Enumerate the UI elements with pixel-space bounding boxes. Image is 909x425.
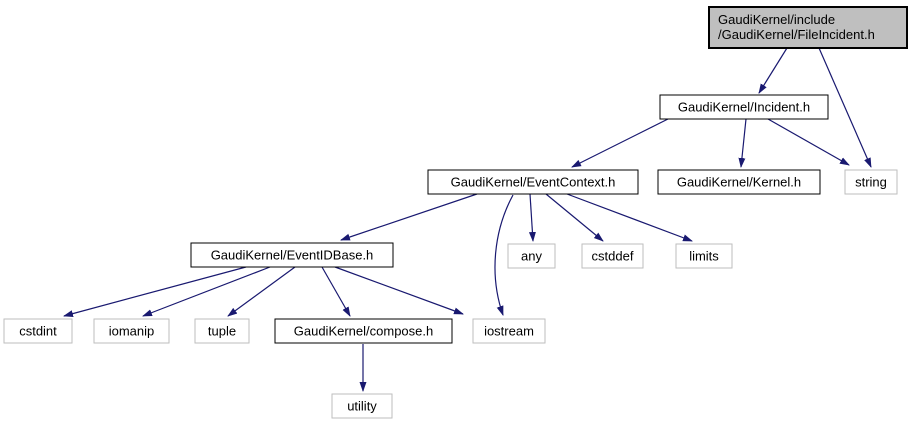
node-string: string [844, 169, 898, 195]
node-label-kernel: GaudiKernel/Kernel.h [677, 175, 801, 190]
node-cstdint: cstdint [3, 318, 73, 344]
node-incident[interactable]: GaudiKernel/Incident.h [659, 94, 829, 120]
node-kernel[interactable]: GaudiKernel/Kernel.h [657, 169, 821, 195]
node-box-cstddef [581, 243, 644, 269]
node-event_id_base[interactable]: GaudiKernel/EventIDBase.h [190, 242, 394, 268]
node-box-kernel[interactable] [657, 169, 821, 195]
edge-event_id_base-to-tuple [227, 266, 296, 317]
node-box-utility [331, 393, 393, 419]
edge-file_incident-to-incident [758, 47, 788, 94]
node-label-utility: utility [347, 399, 377, 414]
edge-event_context-to-cstddef [545, 193, 604, 242]
node-label-compose: GaudiKernel/compose.h [294, 324, 433, 339]
node-event_context[interactable]: GaudiKernel/EventContext.h [427, 169, 639, 195]
node-box-tuple [194, 318, 250, 344]
node-iostream: iostream [472, 318, 546, 344]
node-box-event_id_base[interactable] [190, 242, 394, 268]
edges-layer [63, 47, 872, 392]
node-label-cstddef: cstddef [592, 249, 634, 264]
edge-event_id_base-to-compose [321, 266, 351, 317]
edge-event_context-to-limits [566, 193, 693, 242]
node-box-event_context[interactable] [427, 169, 639, 195]
node-label-any: any [521, 249, 542, 264]
node-label-file_incident: GaudiKernel/include [718, 12, 835, 27]
node-utility: utility [331, 393, 393, 419]
node-any: any [507, 243, 556, 269]
node-box-cstdint [3, 318, 73, 344]
node-box-any [507, 243, 556, 269]
node-box-string [844, 169, 898, 195]
node-label-file_incident: /GaudiKernel/FileIncident.h [718, 27, 875, 42]
node-box-file_incident [708, 6, 908, 49]
node-cstddef: cstddef [581, 243, 644, 269]
node-file_incident: GaudiKernel/include/GaudiKernel/FileInci… [708, 6, 908, 49]
edge-incident-to-event_context [571, 118, 669, 168]
edge-incident-to-kernel [738, 118, 747, 168]
node-label-string: string [855, 175, 887, 190]
node-compose[interactable]: GaudiKernel/compose.h [274, 318, 453, 344]
edge-event_id_base-to-iomanip [142, 266, 271, 317]
node-label-tuple: tuple [208, 324, 236, 339]
node-label-event_context: GaudiKernel/EventContext.h [451, 175, 616, 190]
node-box-incident[interactable] [659, 94, 829, 120]
node-label-iomanip: iomanip [109, 324, 155, 339]
edge-event_id_base-to-iostream [334, 266, 464, 315]
edge-event_context-to-iostream [494, 194, 514, 316]
edge-event_context-to-any [528, 193, 536, 242]
edge-event_id_base-to-cstdint [63, 266, 247, 318]
node-label-iostream: iostream [484, 324, 534, 339]
nodes-layer: GaudiKernel/include/GaudiKernel/FileInci… [3, 6, 908, 419]
edge-incident-to-string [767, 118, 850, 166]
node-box-iostream [472, 318, 546, 344]
node-tuple: tuple [194, 318, 250, 344]
edge-file_incident-to-string [818, 47, 872, 168]
node-label-incident: GaudiKernel/Incident.h [678, 100, 810, 115]
edge-event_context-to-event_id_base [340, 193, 478, 241]
node-box-compose[interactable] [274, 318, 453, 344]
node-label-limits: limits [689, 249, 719, 264]
node-box-iomanip [93, 318, 170, 344]
node-iomanip: iomanip [93, 318, 170, 344]
node-label-event_id_base: GaudiKernel/EventIDBase.h [211, 248, 374, 263]
node-box-limits [675, 243, 733, 269]
node-label-cstdint: cstdint [19, 324, 57, 339]
node-limits: limits [675, 243, 733, 269]
